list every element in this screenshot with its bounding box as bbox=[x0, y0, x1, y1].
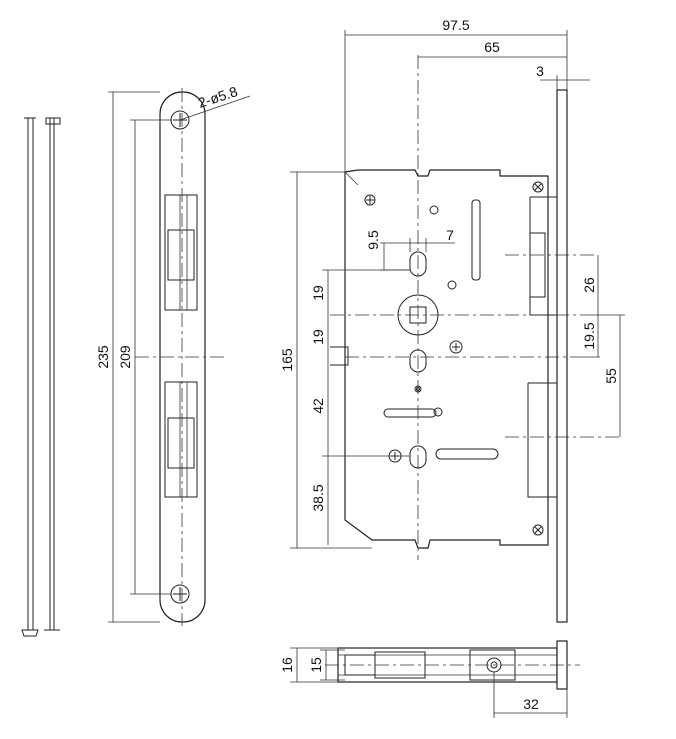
dim-slot-width: 9.5 bbox=[365, 230, 381, 250]
dim-side-depth: 32 bbox=[523, 696, 539, 712]
dim-case-height: 165 bbox=[279, 348, 295, 372]
dim-faceplate-length: 235 bbox=[95, 345, 111, 369]
dim-handle-to-bolt: 55 bbox=[603, 368, 619, 384]
case-dimensions: 97.5 65 3 165 19 19 42 38.5 9.5 7 bbox=[279, 17, 625, 549]
dim-side-height-outer: 16 bbox=[279, 657, 295, 673]
lock-case-front bbox=[330, 89, 568, 623]
dim-slot-offset: 7 bbox=[446, 227, 454, 243]
dim-hole-spacing: 209 bbox=[117, 345, 133, 369]
dim-backset: 65 bbox=[484, 39, 500, 55]
dim-mid-to-key: 42 bbox=[310, 398, 326, 414]
center-lines bbox=[330, 55, 620, 560]
dim-faceplate-thickness: 3 bbox=[536, 63, 544, 79]
lock-side-view: 16 15 32 bbox=[279, 640, 580, 718]
dim-overall-width: 97.5 bbox=[442, 17, 469, 33]
dim-side-height-inner: 15 bbox=[308, 657, 324, 673]
side-profile-rods bbox=[21, 117, 61, 637]
dim-key-to-bottom: 38.5 bbox=[310, 484, 326, 511]
dim-handle-to-mid-slot: 19 bbox=[310, 329, 326, 345]
dim-handle-to-top-slot: 19 bbox=[310, 285, 326, 301]
faceplate-front bbox=[135, 88, 225, 626]
dim-handle-to-latch: 26 bbox=[581, 277, 597, 293]
dim-latch-to-mid: 19.5 bbox=[581, 322, 597, 349]
